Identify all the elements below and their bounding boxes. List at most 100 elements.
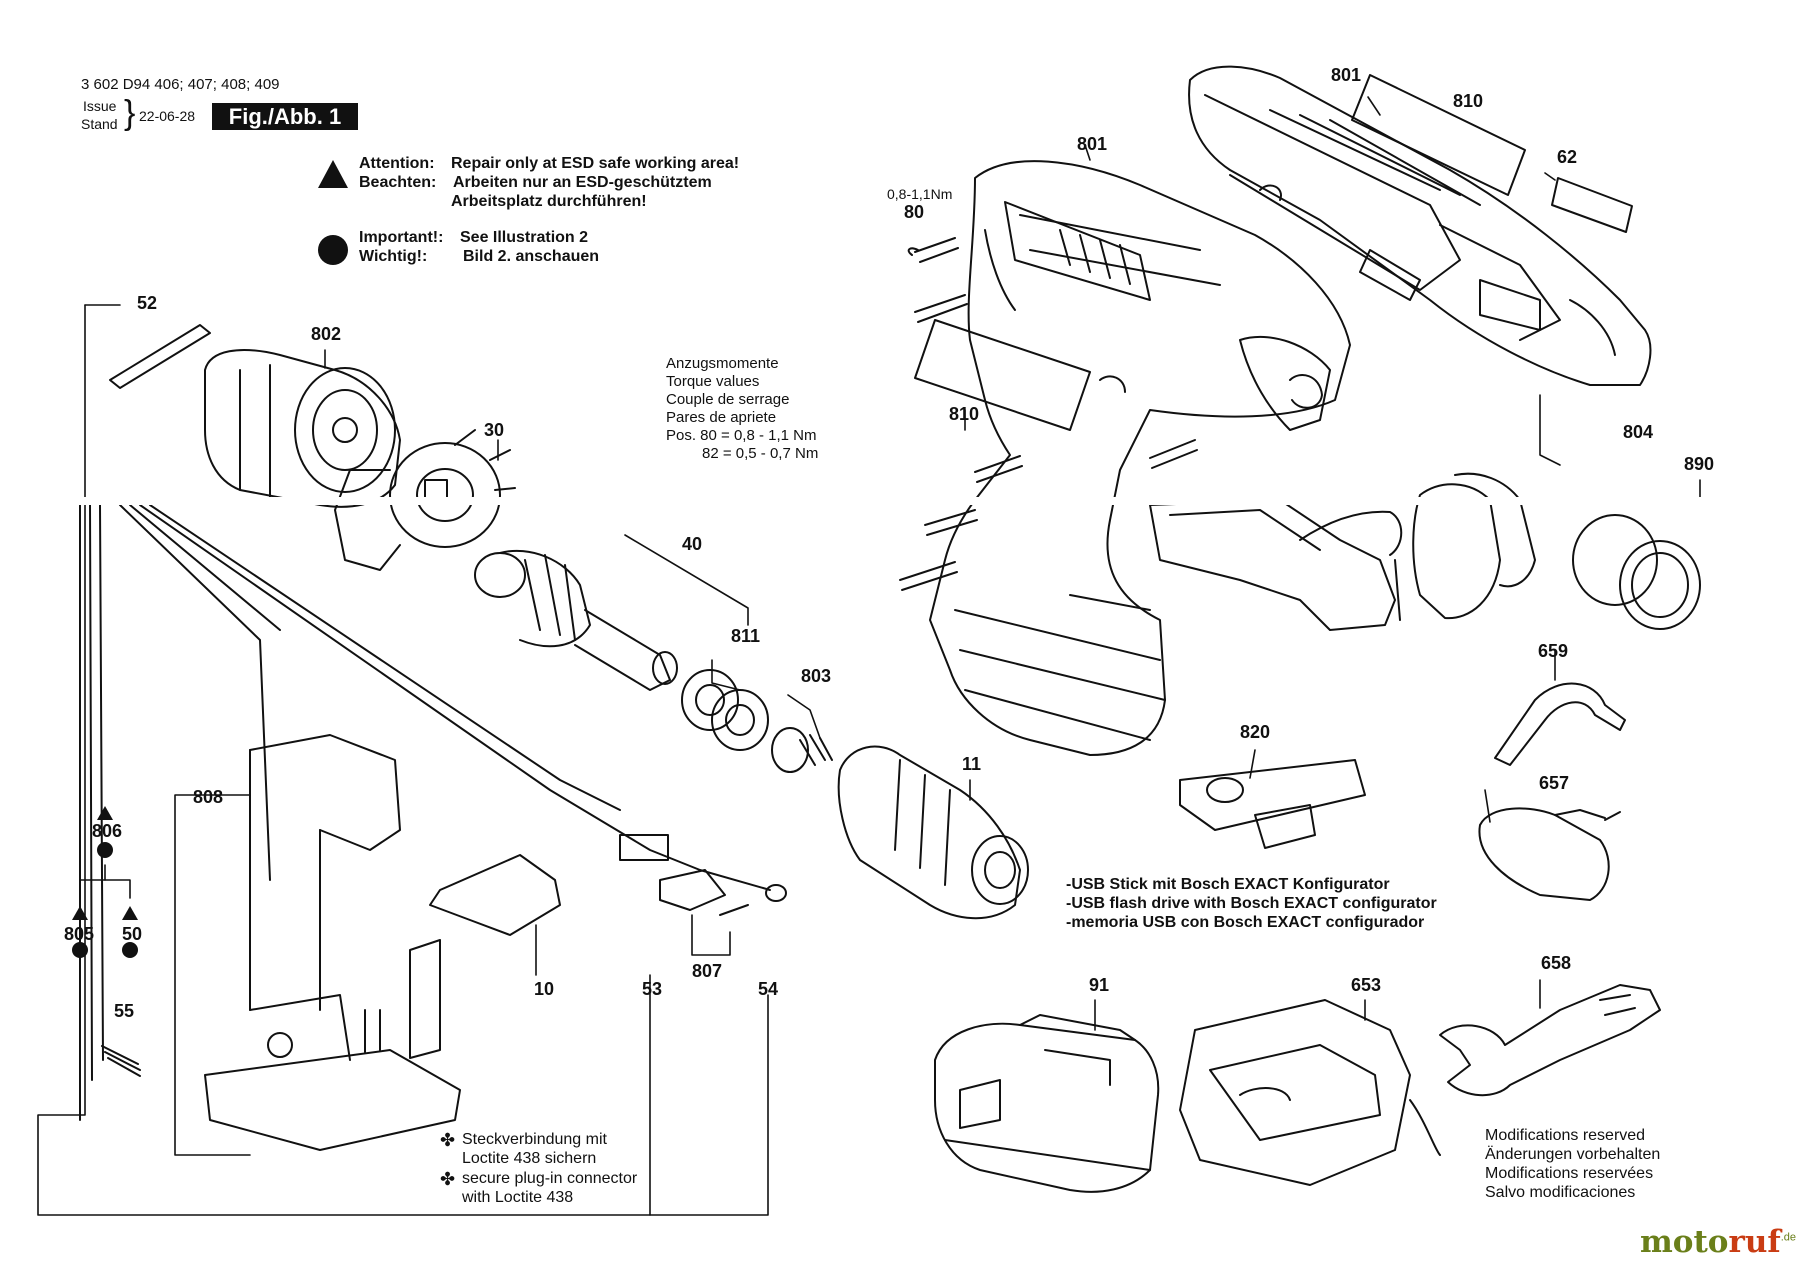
important-text: See Illustration 2 [460, 229, 589, 246]
part-label: 658 [1541, 953, 1572, 973]
electronics-808 [204, 734, 461, 1151]
usb-note-line-2: -USB flash drive with Bosch EXACT config… [1066, 895, 1437, 912]
part-label: 52 [137, 293, 158, 313]
info-dot-icon [318, 235, 348, 265]
housing-lower-part [1149, 499, 1403, 631]
part-label: 810 [949, 404, 980, 424]
leader-lines [37, 96, 1701, 1216]
battery-91 [934, 1014, 1160, 1193]
loctite-icon-2: ✤ [440, 1169, 456, 1189]
torque-pos82: 82 = 0,5 - 0,7 Nm [702, 445, 819, 462]
doc-numbers: 3 602 D94 406; 407; 408; 409 [81, 76, 280, 93]
part-label: 40 [682, 534, 703, 554]
triangle-806-icon [97, 806, 113, 820]
switch-10 [429, 854, 561, 936]
part-label: 802 [311, 324, 342, 344]
modifications-de: Änderungen vorbehalten [1485, 1146, 1661, 1163]
part-label: 80 [904, 202, 925, 222]
part-label: 11 [962, 754, 982, 774]
loctite-en-2: with Loctite 438 [462, 1189, 574, 1206]
wrench-658 [1439, 984, 1661, 1097]
part-label: 62 [1557, 147, 1578, 167]
warning-triangle-icon [318, 160, 348, 188]
part-label: 50 [122, 924, 143, 944]
attention-text: Repair only at ESD safe working area! [451, 155, 740, 172]
date-value: 22-06-28 [139, 108, 196, 124]
part-label: 55 [114, 1001, 135, 1021]
modifications-en: Modifications reserved [1485, 1127, 1646, 1144]
torque-callout: 0,8-1,1Nm [887, 186, 953, 202]
beachten-text-1: Arbeiten nur an ESD-geschütztem [453, 174, 712, 191]
charger-653 [1179, 999, 1441, 1186]
part-label: 801 [1077, 134, 1108, 154]
brace-icon: } [124, 94, 136, 132]
part-label: 53 [642, 979, 663, 999]
part-label: 805 [64, 924, 95, 944]
loctite-en-1: secure plug-in connector [462, 1170, 638, 1187]
wichtig-text: Bild 2. anschauen [463, 248, 600, 265]
image-tear-band [0, 497, 1800, 505]
part-label: 820 [1240, 722, 1271, 742]
beachten-key: Beachten: [359, 174, 437, 191]
loctite-de-1: Steckverbindung mit [462, 1131, 607, 1148]
part-label: 803 [801, 666, 832, 686]
usb-stick-820 [1179, 759, 1366, 849]
part-label: 804 [1623, 422, 1654, 442]
torque-line-4: Pares de apriete [666, 409, 777, 426]
loctite-icon: ✤ [440, 1130, 456, 1150]
part-62 [1551, 177, 1633, 233]
spring-55 [101, 1045, 141, 1077]
clip-659 [1494, 682, 1626, 766]
part-label: 54 [758, 979, 779, 999]
torque-line-2: Torque values [666, 373, 760, 390]
part-label: 30 [484, 420, 505, 440]
figure-label: Fig./Abb. 1 [212, 103, 358, 130]
triangle-50-icon [122, 906, 138, 920]
torque-line-3: Couple de serrage [666, 391, 790, 408]
part-label: 890 [1684, 454, 1715, 474]
issue-label: Issue [83, 98, 117, 114]
part-label: 10 [534, 979, 555, 999]
beachten-text-2: Arbeitsplatz durchführen! [451, 193, 647, 210]
modifications-fr: Modifications reservées [1485, 1165, 1654, 1182]
dot-50-icon [122, 942, 138, 958]
part-label: 91 [1089, 975, 1110, 995]
torque-line-1: Anzugsmomente [666, 355, 779, 372]
usb-note-line-3: -memoria USB con Bosch EXACT configurado… [1066, 914, 1425, 931]
dot-806-icon [97, 842, 113, 858]
wichtig-key: Wichtig!: [359, 248, 428, 265]
fan-30 [334, 429, 516, 571]
part-label: 659 [1538, 641, 1569, 661]
key-657 [1478, 807, 1621, 901]
important-key: Important!: [359, 229, 444, 246]
part-label: 801 [1331, 65, 1362, 85]
brand-logo-a: moto [1640, 1224, 1729, 1260]
clip-807 [659, 869, 726, 911]
label-810-left [914, 319, 1091, 431]
chuck-11 [837, 745, 1029, 920]
dot-805-icon [72, 942, 88, 958]
label-810-top [1351, 74, 1526, 196]
screws-80 [899, 237, 1198, 591]
motor-802 [204, 349, 401, 508]
rings-804-890 [1412, 472, 1701, 630]
connector-53 [619, 834, 669, 861]
attention-key: Attention: [359, 155, 435, 172]
spring-803 [771, 727, 833, 773]
brand-logo: motoruf.de [1640, 1227, 1796, 1258]
loctite-de-2: Loctite 438 sichern [462, 1150, 597, 1167]
housing-shell-801 [1188, 65, 1652, 386]
part-label: 807 [692, 961, 723, 981]
part-label: 653 [1351, 975, 1382, 995]
modifications-es: Salvo modificaciones [1485, 1184, 1636, 1201]
part-label: 811 [731, 626, 761, 646]
drill-housing-801 [929, 160, 1351, 756]
usb-note-line-1: -USB Stick mit Bosch EXACT Konfigurator [1066, 876, 1390, 893]
brand-logo-tld: .de [1780, 1231, 1796, 1244]
torque-pos80: Pos. 80 = 0,8 - 1,1 Nm [666, 427, 817, 444]
part-label: 806 [92, 821, 123, 841]
part-label: 810 [1453, 91, 1484, 111]
stand-label: Stand [81, 116, 118, 132]
